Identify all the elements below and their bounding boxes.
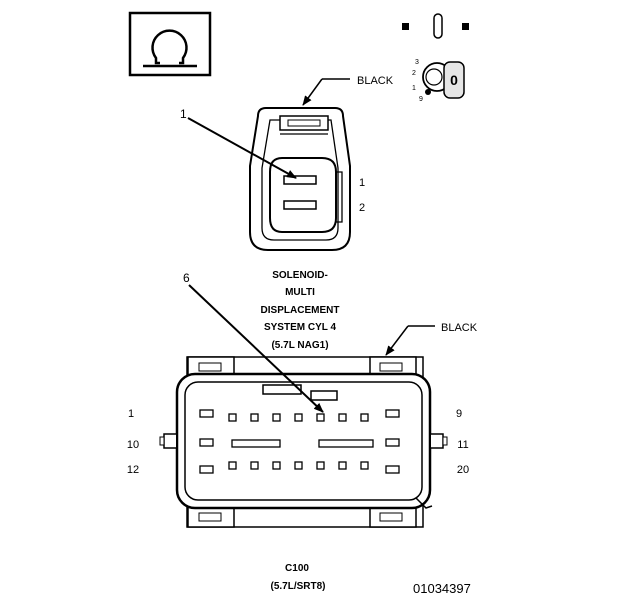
bottom-color-label: BLACK <box>441 322 478 334</box>
figure-number: 01034397 <box>413 581 471 596</box>
cavity <box>338 461 347 470</box>
callout-1-arrow <box>187 117 297 179</box>
solenoid-name-line-2: MULTI <box>285 287 315 298</box>
cavity <box>228 461 237 470</box>
c100-connector <box>159 356 448 528</box>
cavity <box>360 413 369 422</box>
cavity <box>199 438 214 447</box>
solenoid-name-line-3: DISPLACEMENT <box>261 305 340 316</box>
key-number-9: 9 <box>419 96 423 103</box>
c100-pin-9-label: 9 <box>456 408 462 420</box>
callout-6-label: 6 <box>183 271 190 285</box>
c100-pin-20-label: 20 <box>457 464 469 476</box>
key-letter: 0 <box>450 72 458 88</box>
key-switch-icon: 0 3 2 1 9 <box>402 13 469 103</box>
top-color-label: BLACK <box>357 75 394 87</box>
c100-pin-1-label: 1 <box>128 408 134 420</box>
cavity <box>318 439 374 448</box>
cavity <box>231 439 281 448</box>
cavity <box>199 465 214 474</box>
cavity <box>385 465 400 474</box>
c100-pin-10-label: 10 <box>127 439 139 451</box>
cavity <box>272 413 281 422</box>
cavity <box>316 461 325 470</box>
c100-subtitle: (5.7L/SRT8) <box>270 581 325 592</box>
callout-6-arrow <box>188 284 324 413</box>
c100-name: C100 <box>285 563 309 574</box>
solenoid-name-line-5: (5.7L NAG1) <box>271 340 328 351</box>
ohm-meter-icon <box>128 11 212 77</box>
cavity <box>360 461 369 470</box>
bottom-color-arrow <box>385 325 409 356</box>
cavity <box>228 413 237 422</box>
cavity <box>294 461 303 470</box>
cavity <box>385 438 400 447</box>
key-number-1: 1 <box>412 85 416 92</box>
cavity <box>338 413 347 422</box>
solenoid-pin-1-label: 1 <box>359 177 365 189</box>
c100-pin-11-label: 11 <box>457 439 468 451</box>
key-number-2: 2 <box>412 70 416 77</box>
cavity <box>294 413 303 422</box>
c100-cavities <box>199 409 400 474</box>
c100-pin-12-label: 12 <box>127 464 139 476</box>
solenoid-connector <box>249 107 351 251</box>
cavity <box>272 461 281 470</box>
key-number-3: 3 <box>415 59 419 66</box>
cavity <box>250 461 259 470</box>
top-color-arrow <box>302 78 323 106</box>
cavity <box>316 413 325 422</box>
solenoid-name-line-1: SOLENOID- <box>272 270 328 281</box>
solenoid-pin-2-label: 2 <box>359 202 365 214</box>
cavity <box>385 409 400 418</box>
cavity <box>250 413 259 422</box>
cavity <box>199 409 214 418</box>
solenoid-name-line-4: SYSTEM CYL 4 <box>264 322 336 333</box>
callout-1-label: 1 <box>180 107 187 121</box>
